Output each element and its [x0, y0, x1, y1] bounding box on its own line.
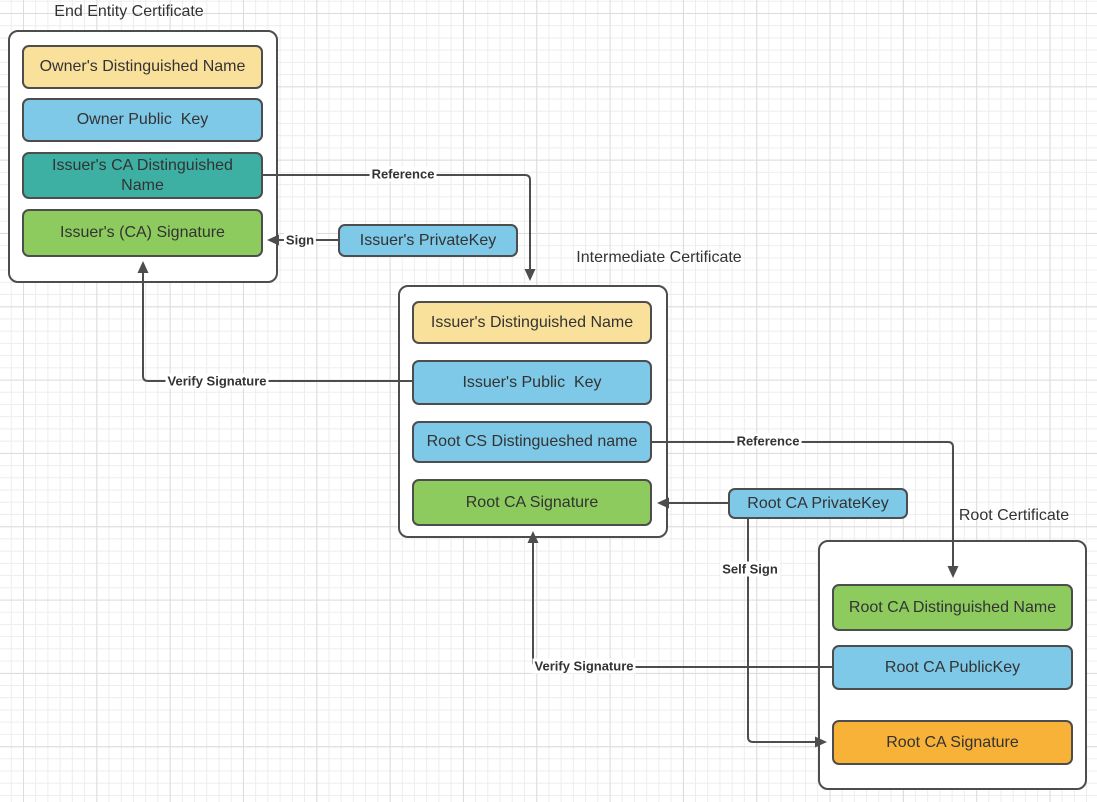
field-root-ca-private-key: Root CA PrivateKey [728, 488, 908, 519]
field-issuers-ca-distinguished-name: Issuer's CA Distinguished Name [22, 152, 263, 199]
field-root-cs-distingueshed-name: Root CS Distingueshed name [412, 421, 652, 463]
edge-label-reference-2: Reference [734, 433, 802, 449]
edge-label-sign: Sign [283, 232, 317, 248]
edge-label-self-sign: Self Sign [720, 561, 780, 577]
root-certificate-title: Root Certificate [958, 507, 1070, 524]
field-owner-public-key: Owner Public Key [22, 98, 263, 142]
edge-verify-signature-1-line [142, 273, 412, 382]
field-issuers-distinguished-name: Issuer's Distinguished Name [412, 301, 652, 344]
edge-verify-signature-2-line [532, 543, 832, 668]
edge-label-verify-signature-1: Verify Signature [165, 373, 269, 389]
field-root-ca-publickey: Root CA PublicKey [832, 645, 1073, 690]
intermediate-certificate-title: Intermediate Certificate [576, 249, 742, 266]
field-root-ca-signature-root: Root CA Signature [832, 720, 1073, 765]
field-root-ca-distinguished-name: Root CA Distinguished Name [832, 584, 1073, 631]
field-issuers-ca-signature: Issuer's (CA) Signature [22, 209, 263, 257]
edge-label-verify-signature-2: Verify Signature [532, 658, 636, 674]
field-issuers-private-key: Issuer's PrivateKey [338, 224, 518, 257]
arrowhead-reference-1 [524, 269, 536, 281]
field-owners-distinguished-name: Owner's Distinguished Name [22, 45, 263, 89]
edge-label-reference-1: Reference [369, 166, 437, 182]
field-issuers-public-key: Issuer's Public Key [412, 360, 652, 405]
field-root-ca-signature-intermediate: Root CA Signature [412, 479, 652, 526]
edge-self-sign-line [747, 519, 816, 743]
end-entity-certificate-title: End Entity Certificate [54, 3, 204, 20]
